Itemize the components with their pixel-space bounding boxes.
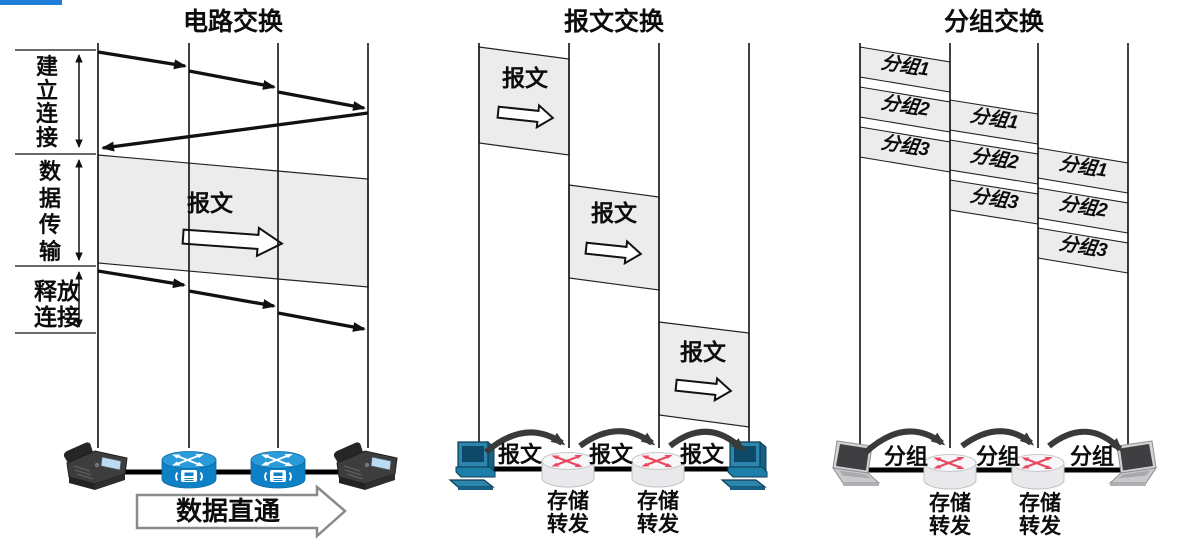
hop-label: 报文 [588,442,633,467]
message-block-shape [478,46,570,156]
packet-title: 分组交换 [943,8,1044,36]
phase-dividers [15,49,96,334]
message-blocks [478,46,750,428]
flow-arrow [584,239,643,266]
circuit-data-band [97,154,369,288]
flow-arrow [496,103,555,130]
voice-router-icon [161,450,217,489]
release-arrows [97,269,366,332]
message-block-shape [658,321,750,428]
timelines [97,43,1129,448]
store-forward-label: 存储转发 [929,492,971,538]
through-arrow-shape [135,484,347,539]
store-forward-label: 存储转发 [1019,492,1061,538]
hop-label: 报文 [679,442,724,467]
message-block-label: 报文 [502,65,548,91]
hop-arc-arrows [484,428,1123,455]
through-arrow-label: 数据直通 [175,496,280,526]
store-forward-label: 存储转发 [637,490,679,536]
phone-icon [63,441,128,491]
message-title: 报文交换 [563,8,664,36]
band-label: 报文 [187,190,233,216]
message-block-label: 报文 [680,339,726,365]
circuit-title: 电路交换 [182,8,283,36]
flow-arrow [674,376,733,403]
phone-icon [333,441,398,491]
packet-blocks [859,46,1129,274]
link-lines [98,466,1128,475]
hop-label: 分组 [883,444,928,469]
setup-arrows [97,50,369,152]
phase-label-transfer: 数据传输 [38,159,61,264]
hop-label: 分组 [1069,444,1114,469]
hop-label: 分组 [975,444,1020,469]
phase-label-release: 释放连接 [34,278,80,330]
hop-label: 报文 [497,442,542,467]
accent-bar [0,0,62,5]
flow-arrow [181,226,284,258]
phase-label-establish: 建立连接 [35,54,58,150]
voice-router-icon [250,450,306,489]
message-block-label: 报文 [591,200,637,226]
store-forward-label: 存储转发 [547,490,589,536]
